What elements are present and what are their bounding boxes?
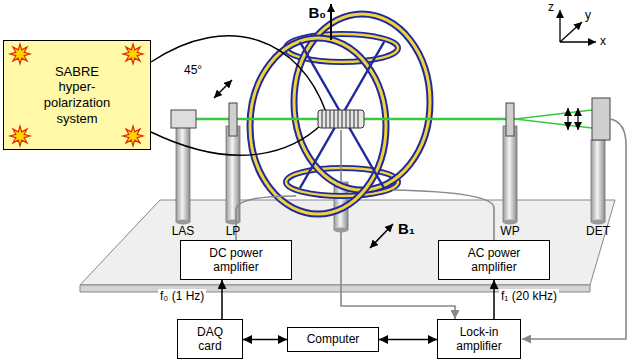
instrument-box: DAQ card (177, 319, 243, 359)
detector (592, 98, 610, 140)
box-text: DAQ card (190, 325, 230, 354)
polarization-arrow (577, 108, 578, 130)
box-text: SABRE hyper-polarization system (37, 64, 117, 126)
axis-arrow (560, 22, 582, 42)
wire (522, 119, 626, 339)
part-label: y (585, 9, 591, 23)
box-text: Lock-in amplifier (446, 325, 512, 354)
part-label: DET (586, 225, 610, 239)
box-text: Computer (293, 332, 373, 346)
instrument-box: Lock-in amplifier (437, 319, 521, 359)
instrument-box: DC power amplifier (180, 240, 292, 280)
star-icon (123, 44, 143, 64)
b1-coil (250, 38, 386, 214)
axis-arrow (559, 10, 560, 42)
polarization-arrow (567, 108, 568, 130)
laser-head (171, 110, 196, 128)
wire (236, 196, 296, 242)
axis-arrow (560, 41, 596, 42)
instrument-box: Computer (287, 327, 379, 352)
part-label: B₀ (308, 4, 326, 21)
polarizer (229, 103, 237, 136)
wire (392, 190, 494, 242)
part-label: B₁ (398, 220, 415, 237)
wollaston-prism (506, 103, 514, 136)
frequency-label: f₀ (1 Hz) (158, 289, 206, 303)
signal-arrow (493, 280, 495, 319)
coil-support (300, 42, 384, 188)
part-label: WP (500, 225, 519, 239)
signal-arrow (221, 280, 223, 319)
part-label: LP (226, 225, 241, 239)
box-text: DC power amplifier (201, 246, 271, 275)
part-label: z (548, 1, 554, 15)
coil-support (300, 42, 384, 188)
polarization-arrow (214, 80, 232, 98)
part-label: 45° (184, 64, 202, 78)
sample-line (151, 36, 326, 112)
signal-arrow (243, 339, 287, 341)
star-icon (123, 126, 143, 146)
star-icon (10, 126, 30, 146)
frequency-label: f₁ (20 kHz) (499, 289, 559, 303)
field-arrow (330, 4, 332, 40)
pickup-coil (318, 110, 364, 128)
signal-arrow (379, 339, 437, 341)
box-text: AC power amplifier (459, 246, 529, 275)
instrument-box: AC power amplifier (438, 240, 550, 280)
field-arrow (370, 224, 393, 248)
part-label: x (600, 35, 606, 49)
wire (341, 130, 455, 319)
part-label: LAS (172, 225, 195, 239)
star-icon (10, 44, 30, 64)
system-box: SABRE hyper-polarization system (3, 40, 151, 150)
